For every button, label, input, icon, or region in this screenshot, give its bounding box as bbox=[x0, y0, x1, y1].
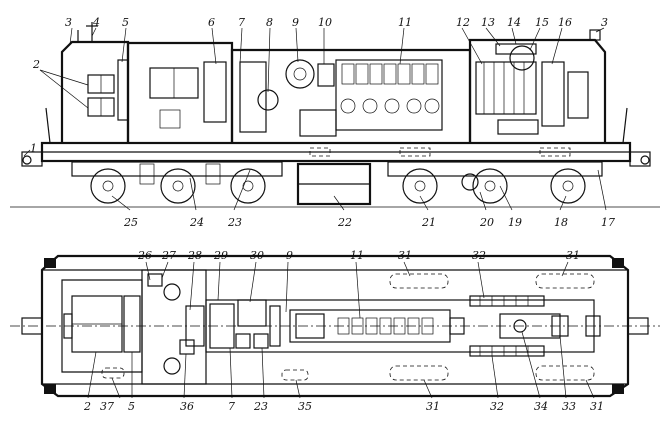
label-22: 22 bbox=[337, 216, 352, 229]
label-37: 37 bbox=[100, 400, 114, 413]
label-31-a: 31 bbox=[398, 249, 412, 262]
label-12: 12 bbox=[456, 16, 470, 29]
plan-leader-lines bbox=[87, 261, 595, 399]
label-9-plan: 9 bbox=[286, 249, 293, 262]
label-8: 8 bbox=[266, 16, 273, 29]
coupler-right bbox=[629, 151, 651, 167]
label-21: 21 bbox=[421, 216, 436, 229]
plan-engine-housing bbox=[205, 299, 595, 353]
plan-view: 26 27 28 29 30 9 11 31 32 31 2 37 5 36 7… bbox=[10, 249, 660, 413]
engine-cylinders-plan bbox=[337, 317, 434, 335]
radiator-row-upper bbox=[469, 295, 545, 307]
label-3-right: 3 bbox=[601, 16, 608, 29]
label-20: 20 bbox=[479, 216, 494, 229]
tank-upper-1 bbox=[389, 273, 449, 289]
driver-seat bbox=[163, 283, 181, 301]
side-view: 1 2 3 4 5 6 7 8 9 10 11 12 13 14 15 16 3… bbox=[10, 16, 660, 229]
label-2-plan: 2 bbox=[83, 400, 91, 413]
side-leader-lines bbox=[23, 27, 607, 211]
fan-drive bbox=[499, 313, 561, 339]
side-labels: 1 2 3 4 5 6 7 8 9 10 11 12 13 14 15 16 3… bbox=[30, 16, 615, 229]
label-2: 2 bbox=[32, 58, 40, 71]
rear-bogie bbox=[387, 161, 603, 204]
label-11-plan: 11 bbox=[350, 249, 364, 262]
label-19: 19 bbox=[508, 216, 522, 229]
compressor bbox=[257, 89, 279, 111]
label-13: 13 bbox=[481, 16, 495, 29]
compressor-plan bbox=[237, 299, 267, 327]
label-27: 27 bbox=[161, 249, 176, 262]
tank-lower-1 bbox=[389, 365, 449, 381]
diesel-engine bbox=[335, 59, 443, 131]
label-32-a: 32 bbox=[472, 249, 486, 262]
cooling-fan bbox=[509, 45, 535, 71]
plan-labels: 26 27 28 29 30 9 11 31 32 31 2 37 5 36 7… bbox=[83, 249, 604, 413]
radiator-row-lower bbox=[469, 345, 545, 357]
label-16: 16 bbox=[558, 16, 572, 29]
label-5-plan: 5 bbox=[128, 400, 135, 413]
label-9: 9 bbox=[292, 16, 299, 29]
label-7: 7 bbox=[238, 16, 245, 29]
label-28: 28 bbox=[187, 249, 202, 262]
label-35: 35 bbox=[298, 400, 312, 413]
front-bogie bbox=[71, 161, 283, 204]
cab-door bbox=[203, 61, 227, 123]
label-23: 23 bbox=[227, 216, 242, 229]
generator bbox=[299, 109, 337, 137]
label-36: 36 bbox=[180, 400, 194, 413]
label-31-b: 31 bbox=[566, 249, 580, 262]
fan-left bbox=[285, 59, 315, 89]
label-34: 34 bbox=[534, 400, 548, 413]
label-4: 4 bbox=[92, 16, 100, 29]
label-14: 14 bbox=[507, 16, 521, 29]
engine-cylinders bbox=[340, 63, 440, 114]
label-23-plan: 23 bbox=[253, 400, 268, 413]
coupler-left bbox=[21, 151, 43, 167]
label-33: 33 bbox=[562, 400, 576, 413]
label-11: 11 bbox=[398, 16, 412, 29]
tank-upper-2 bbox=[535, 273, 595, 289]
label-30: 30 bbox=[250, 249, 264, 262]
label-3: 3 bbox=[65, 16, 72, 29]
label-31-d: 31 bbox=[590, 400, 604, 413]
tank-lower-2 bbox=[535, 365, 595, 381]
label-10: 10 bbox=[318, 16, 332, 29]
label-29: 29 bbox=[213, 249, 228, 262]
label-6: 6 bbox=[208, 16, 215, 29]
label-31-c: 31 bbox=[426, 400, 440, 413]
radiator bbox=[475, 61, 537, 115]
label-17: 17 bbox=[601, 216, 615, 229]
label-5: 5 bbox=[122, 16, 129, 29]
label-7-plan: 7 bbox=[228, 400, 235, 413]
plan-cab bbox=[141, 269, 207, 385]
label-25: 25 bbox=[123, 216, 138, 229]
label-24: 24 bbox=[189, 216, 204, 229]
label-18: 18 bbox=[554, 216, 568, 229]
label-1: 1 bbox=[30, 142, 37, 155]
label-15: 15 bbox=[535, 16, 549, 29]
label-32-b: 32 bbox=[490, 400, 504, 413]
label-26: 26 bbox=[137, 249, 152, 262]
